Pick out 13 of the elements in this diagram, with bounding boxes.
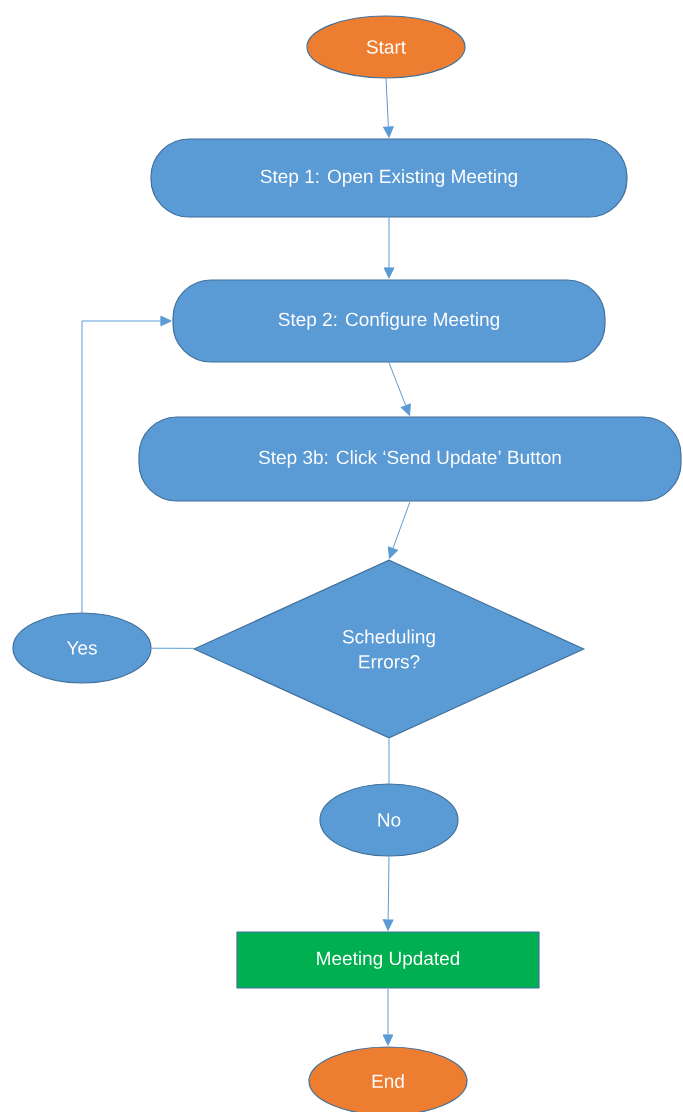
arrow	[382, 856, 394, 931]
process-box: Step 1: Open Existing Meeting	[150, 138, 628, 218]
arrow	[382, 988, 394, 1046]
process-box: Step 3b: Click ‘Send Update’ Button	[138, 416, 682, 502]
arrow	[388, 362, 411, 416]
connector-line	[151, 647, 196, 649]
process-box: Step 2: Configure Meeting	[172, 279, 606, 363]
arrow	[81, 315, 172, 613]
arrow	[387, 501, 411, 559]
arrow	[383, 217, 395, 279]
arrow	[383, 78, 394, 138]
result-box: Meeting Updated	[236, 931, 540, 989]
connector-line	[388, 738, 390, 784]
